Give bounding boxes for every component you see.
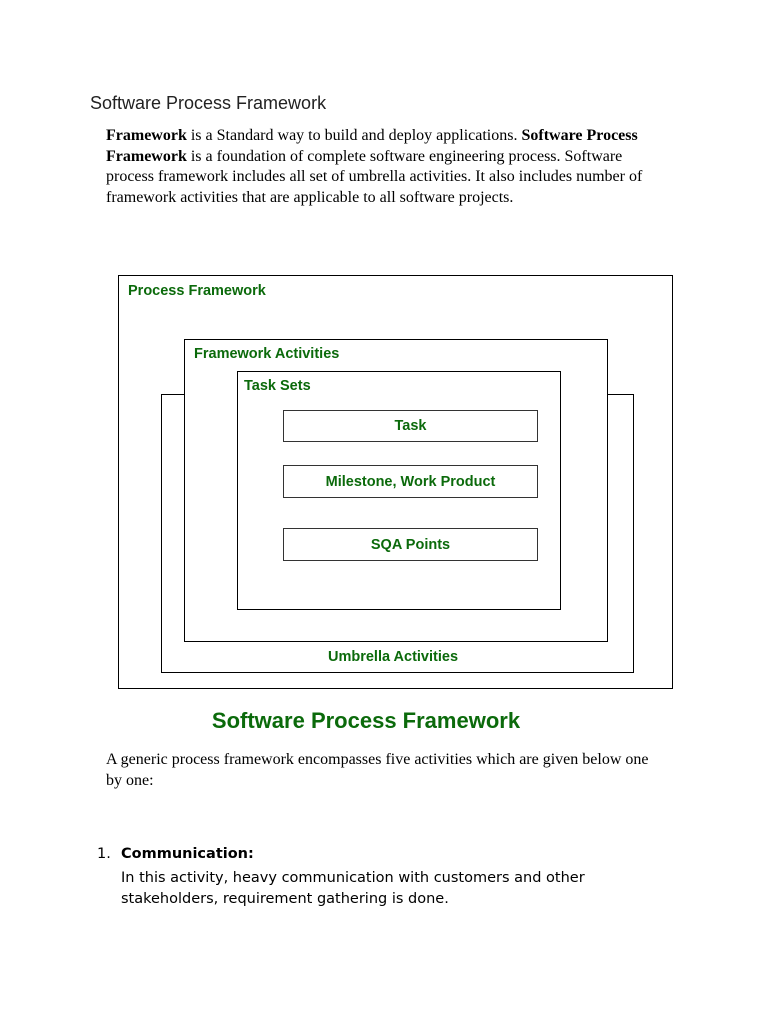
intro-text-2: is a foundation of complete software eng… [106,147,643,206]
framework-activities-label: Framework Activities [194,346,340,362]
diagram-caption: Software Process Framework [211,708,521,733]
activities-intro-paragraph: A generic process framework encompasses … [106,751,649,789]
task-box: Task [283,410,538,442]
framework-diagram: Process Framework Umbrella Activities Fr… [118,275,673,689]
intro-text-1: is a Standard way to build and deploy ap… [186,127,522,144]
milestone-work-product-box: Milestone, Work Product [283,465,538,498]
process-framework-label: Process Framework [128,283,266,299]
page-heading: Software Process Framework [90,93,327,113]
list-item-body: In this activity, heavy communication wi… [121,870,585,907]
list-item-number: 1. [97,846,111,862]
sqa-points-box: SQA Points [283,528,538,561]
task-sets-label: Task Sets [244,378,311,394]
umbrella-activities-label: Umbrella Activities [328,649,459,665]
term-software-process-framework: Software Process Framework [106,127,638,165]
intro-paragraph: Framework is a Standard way to build and… [106,126,666,208]
term-framework: Framework [106,127,187,144]
list-item-title: Communication: [121,846,254,862]
